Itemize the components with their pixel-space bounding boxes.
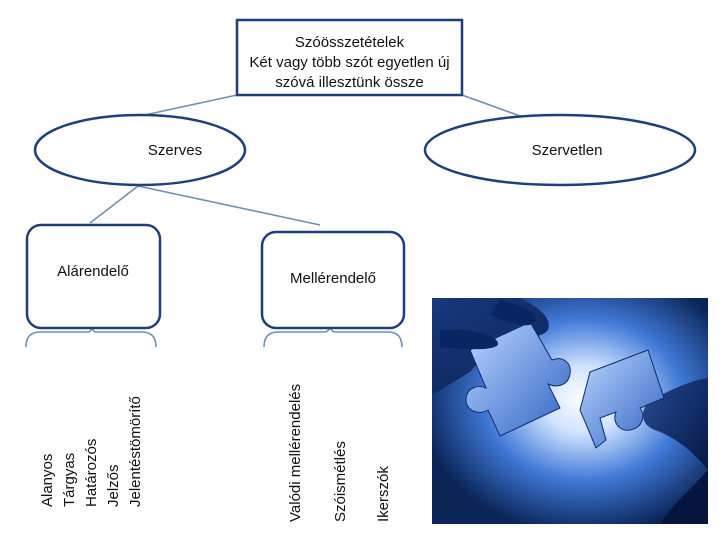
mellerendelo-label: Mellérendelő [290,270,376,287]
root-title: Szóösszetételek [295,34,405,51]
alarendelo-list: Alanyos Tárgyas Határozós Jelzős Jelenté… [39,396,144,507]
list-item-hatarozos: Határozós [83,439,100,507]
root-description-line-1: Két vagy több szót egyetlen új [249,54,449,71]
left-to-alarendelo-connector [89,185,139,224]
alarendelo-box [25,223,162,330]
mellerendelo-box [260,230,406,330]
list-item-szoismetles: Szóismétlés [332,441,349,522]
szerves-label: Szerves [148,142,202,159]
list-item-jelentestomorito: Jelentéstömörítő [127,396,144,507]
puzzle-hands-photo-icon [432,298,708,524]
list-item-targyas: Tárgyas [61,453,78,507]
list-item-ikerszok: Ikerszók [375,466,392,522]
list-item-valodi-mellerendeles: Valódi mellérendelés [287,384,304,522]
root-to-left-connector [139,94,238,117]
szervetlen-ellipse [423,113,697,187]
root-description-line-2: szóvá illesztünk össze [275,74,423,91]
list-item-alanyos: Alanyos [39,454,56,507]
mellerendelo-list: Valódi mellérendelés Szóismétlés Ikerszó… [287,384,392,522]
szervetlen-label: Szervetlen [532,142,603,159]
root-box [235,18,464,97]
alarendelo-label: Alárendelő [57,263,129,280]
szerves-ellipse [33,113,247,187]
list-item-jelzos: Jelzős [105,464,122,507]
left-to-mellerendelo-connector [137,185,321,226]
root-to-right-connector [461,94,521,117]
